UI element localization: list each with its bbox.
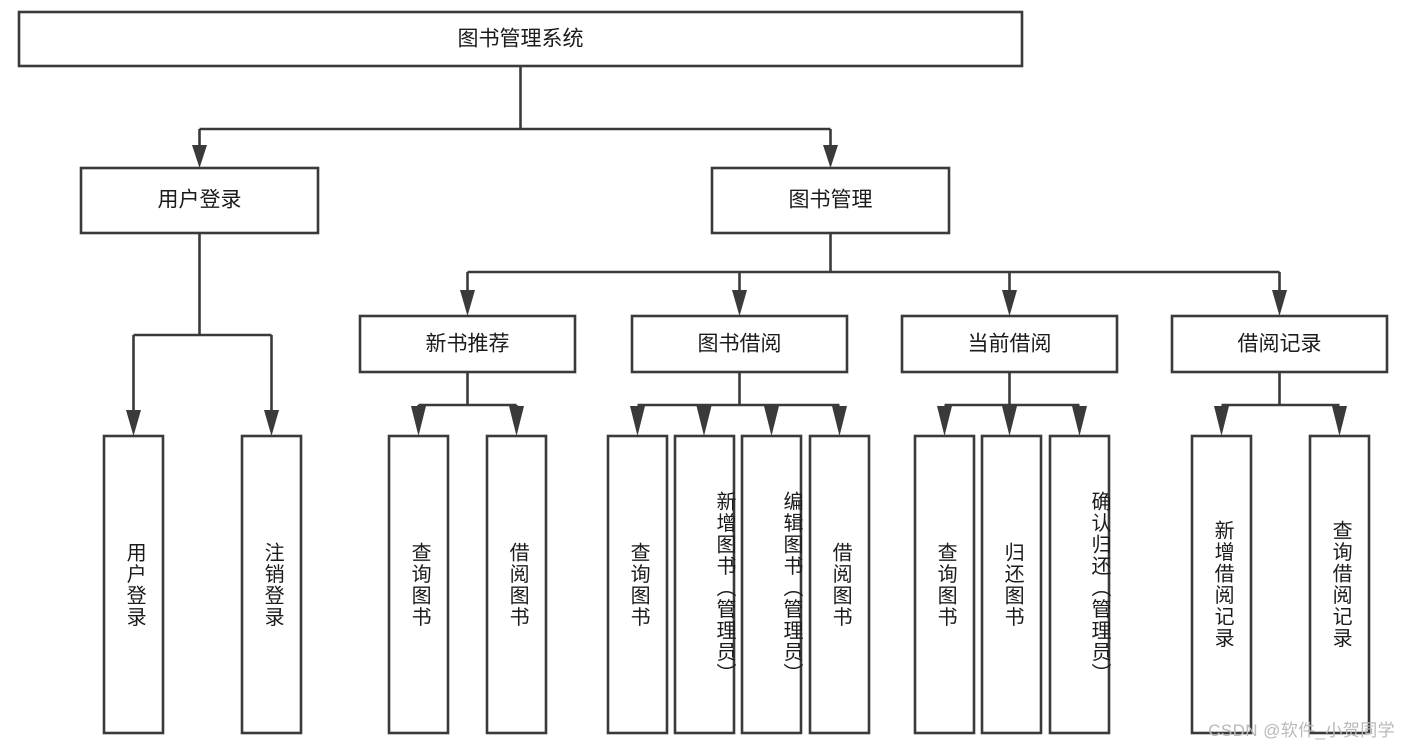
arrowhead-book-borrow-leaf-1	[630, 406, 645, 436]
node-book-management-label: 图书管理	[789, 189, 873, 212]
connector-group-new-book	[411, 372, 524, 436]
node-leaf-return-book[interactable]	[980, 434, 1043, 735]
node-book-management[interactable]	[710, 166, 951, 235]
node-leaf-query-book-1[interactable]	[387, 434, 450, 735]
node-leaf-query-book-2[interactable]	[606, 434, 669, 735]
node-leaf-borrow-book-1[interactable]	[485, 434, 548, 735]
arrowhead-borrow-record-leaf-2	[1332, 406, 1347, 436]
node-book-borrow[interactable]	[630, 314, 849, 374]
arrowhead-book-borrow-leaf-4	[832, 406, 847, 436]
node-leaf-user-login[interactable]	[102, 434, 165, 735]
node-borrow-record-label: 借阅记录	[1238, 333, 1322, 356]
node-leaf-add-book[interactable]	[673, 434, 736, 735]
node-current-borrow[interactable]	[900, 314, 1119, 374]
arrowhead-borrow-record-leaf-1	[1214, 406, 1229, 436]
arrowhead-book-mgmt	[823, 145, 838, 168]
node-root[interactable]	[17, 10, 1024, 68]
node-leaf-query-record[interactable]	[1308, 434, 1371, 735]
arrowhead-new-book	[460, 290, 475, 316]
node-book-borrow-label: 图书借阅	[698, 333, 782, 356]
watermark-text: CSDN @软件_小贺同学	[1208, 721, 1395, 740]
node-current-borrow-label: 当前借阅	[968, 333, 1052, 356]
arrowhead-new-book-leaf-2	[509, 406, 524, 436]
arrowhead-book-borrow-leaf-3	[764, 406, 779, 436]
node-leaf-query-book-3[interactable]	[913, 434, 976, 735]
node-leaf-add-record[interactable]	[1190, 434, 1253, 735]
arrowhead-borrow-record	[1272, 290, 1287, 316]
node-new-book-recommend[interactable]	[358, 314, 577, 374]
arrowhead-book-borrow	[732, 290, 747, 316]
connector-group-current-borrow	[937, 372, 1087, 436]
node-user-login-label: 用户登录	[158, 189, 242, 212]
node-leaf-edit-book[interactable]	[740, 434, 803, 735]
connector-group-user-login	[126, 233, 279, 436]
connector-group-root	[192, 66, 838, 168]
node-borrow-record[interactable]	[1170, 314, 1389, 374]
arrowhead-current-borrow	[1002, 290, 1017, 316]
arrowhead-current-borrow-leaf-1	[937, 406, 952, 436]
arrowhead-user-login-leaf-2	[264, 410, 279, 436]
arrowhead-user-login	[192, 145, 207, 168]
arrowhead-user-login-leaf-1	[126, 410, 141, 436]
arrowhead-new-book-leaf-1	[411, 406, 426, 436]
arrowhead-current-borrow-leaf-2	[1002, 406, 1017, 436]
connector-group-borrow-record	[1214, 372, 1347, 436]
connector-group-book-borrow	[630, 372, 847, 436]
node-leaf-logout[interactable]	[240, 434, 303, 735]
node-root-label: 图书管理系统	[458, 28, 584, 51]
arrowhead-current-borrow-leaf-3	[1072, 406, 1087, 436]
node-leaf-borrow-book-2[interactable]	[808, 434, 871, 735]
node-leaf-confirm-return[interactable]	[1048, 434, 1111, 735]
node-new-book-recommend-label: 新书推荐	[426, 333, 510, 356]
connector-group-book-mgmt	[460, 233, 1287, 316]
node-user-login[interactable]	[79, 166, 320, 235]
arrowhead-book-borrow-leaf-2	[696, 406, 712, 436]
